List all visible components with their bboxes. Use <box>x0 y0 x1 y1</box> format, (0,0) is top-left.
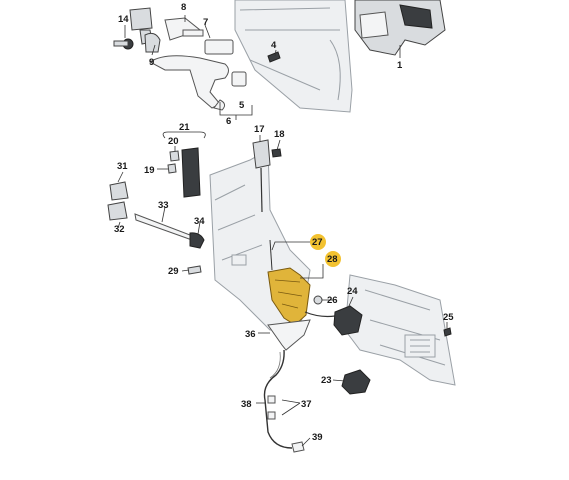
locking-knob-assembly <box>167 147 201 198</box>
door-hinge-assembly <box>354 0 446 56</box>
callout-19: 19 <box>144 165 155 176</box>
callout-28-highlight <box>325 251 341 267</box>
handle-bracket-parts <box>113 7 204 53</box>
cable-clips-part-37 <box>267 395 276 420</box>
small-screw-part-26 <box>313 295 323 305</box>
callout-24: 24 <box>347 286 358 297</box>
leader-lines <box>117 15 448 447</box>
callout-9: 9 <box>149 57 154 68</box>
callout-36: 36 <box>245 329 256 340</box>
callout-14: 14 <box>118 14 129 25</box>
callout-39: 39 <box>312 432 323 443</box>
callout-4: 4 <box>271 40 277 51</box>
callout-23: 23 <box>321 375 332 386</box>
callout-38: 38 <box>241 399 252 410</box>
callout-17: 17 <box>254 124 265 135</box>
callout-33: 33 <box>158 200 169 211</box>
lock-striker-part-24 <box>333 305 363 336</box>
callout-18: 18 <box>274 129 285 140</box>
vehicle-rear-panel <box>344 274 456 386</box>
callout-20: 20 <box>168 136 179 147</box>
callout-8: 8 <box>181 2 186 13</box>
handle-gasket-parts <box>204 39 247 87</box>
vehicle-door-panel-top <box>234 0 353 113</box>
callout-5: 5 <box>239 100 245 111</box>
lock-rod-part-17 <box>252 139 282 213</box>
door-check-parts <box>107 181 205 275</box>
callout-25: 25 <box>443 312 454 323</box>
bumper-part-23 <box>341 369 371 395</box>
callout-27-highlight <box>310 234 326 250</box>
small-screw-part-25 <box>443 327 452 337</box>
callout-27: 27 <box>312 237 323 248</box>
callout-7: 7 <box>203 17 208 28</box>
callout-31: 31 <box>117 161 128 172</box>
callout-26: 26 <box>327 295 338 306</box>
callout-28: 28 <box>327 254 338 265</box>
door-lock-unit <box>267 239 336 326</box>
outer-door-handle <box>149 55 229 111</box>
screw-part-4 <box>267 51 281 63</box>
callout-32: 32 <box>114 224 125 235</box>
callout-21: 21 <box>179 122 190 133</box>
callout-37: 37 <box>301 399 312 410</box>
callout-6: 6 <box>226 116 231 127</box>
callout-29: 29 <box>168 266 179 277</box>
callout-34: 34 <box>194 216 205 227</box>
inner-handle-bracket <box>267 319 311 351</box>
release-cable <box>263 349 293 449</box>
callout-1: 1 <box>397 60 403 71</box>
cable-end-part-39 <box>291 441 305 453</box>
